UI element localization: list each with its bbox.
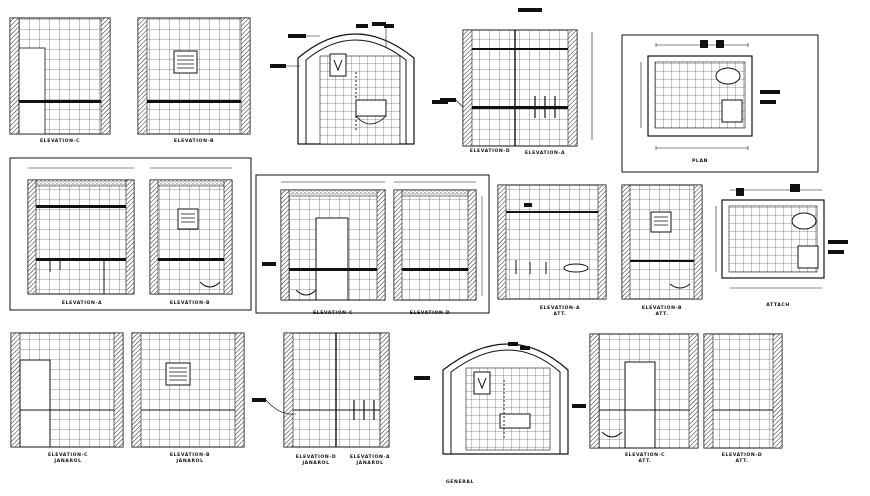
caption-elevation-b-1: ELEVATION-B [174,138,214,144]
elevation-a-view [9,157,252,311]
caption-elevation-c-janarol: ELEVATION-C [48,452,88,458]
caption-elevation-a-att: ELEVATION-A [540,305,580,311]
elevation-d-a-janarol-view [252,332,390,448]
elevation-b-view-2 [149,167,233,295]
caption-elevation-d-2: ELEVATION-D [410,310,451,316]
elevation-b-att-view [621,184,703,300]
caption-elevation-d-att: ELEVATION-D [722,452,763,458]
caption-elevation-a-janarol-sub: JANAROL [355,460,383,466]
caption-elevation-d-janarol: ELEVATION-D [296,454,337,460]
caption-elevation-d-att-sub: ATT. [735,458,748,464]
elevation-b-view [137,17,251,135]
elevation-d-view-2 [393,181,483,301]
caption-plan: PLAN [692,158,708,164]
elevation-d-att-view [703,333,783,449]
caption-elevation-c-2: ELEVATION-C [313,310,353,316]
arched-plan-general [414,342,586,455]
caption-elevation-d-janarol-sub: JANAROL [301,460,329,466]
caption-elevation-d-1: ELEVATION-D [470,148,511,154]
caption-elevation-b-att: ELEVATION-B [642,305,682,311]
caption-elevation-b-janarol: ELEVATION-B [170,452,210,458]
plan-attach-view [715,184,848,289]
elevation-d-a-view [432,8,593,147]
plan-top-view [621,34,819,173]
elevation-b-janarol-view [131,332,245,448]
caption-elevation-a-att-sub: ATT. [553,311,566,317]
caption-elevation-a-1: ELEVATION-A [525,150,565,156]
caption-elevation-b-janarol-sub: JANAROL [175,458,203,464]
caption-elevation-a-2: ELEVATION-A [62,300,102,306]
caption-elevation-c-att: ELEVATION-C [625,452,665,458]
caption-elevation-c-att-sub: ATT. [638,458,651,464]
elevation-c-janarol-view [10,332,124,448]
arched-plan-top [270,22,481,145]
elevation-a-att-view [497,184,607,300]
elevation-c-view-2 [255,174,490,314]
caption-attach: ATTACH [766,302,790,308]
caption-general: GENERAL [446,479,474,485]
elevation-c-view [9,17,111,135]
elevation-c-att-view [589,333,699,449]
caption-elevation-b-att-sub: ATT. [655,311,668,317]
caption-elevation-a-janarol: ELEVATION-A [350,454,390,460]
caption-elevation-b-2: ELEVATION-B [170,300,210,306]
caption-elevation-c-1: ELEVATION-C [40,138,80,144]
caption-elevation-c-janarol-sub: JANAROL [53,458,81,464]
